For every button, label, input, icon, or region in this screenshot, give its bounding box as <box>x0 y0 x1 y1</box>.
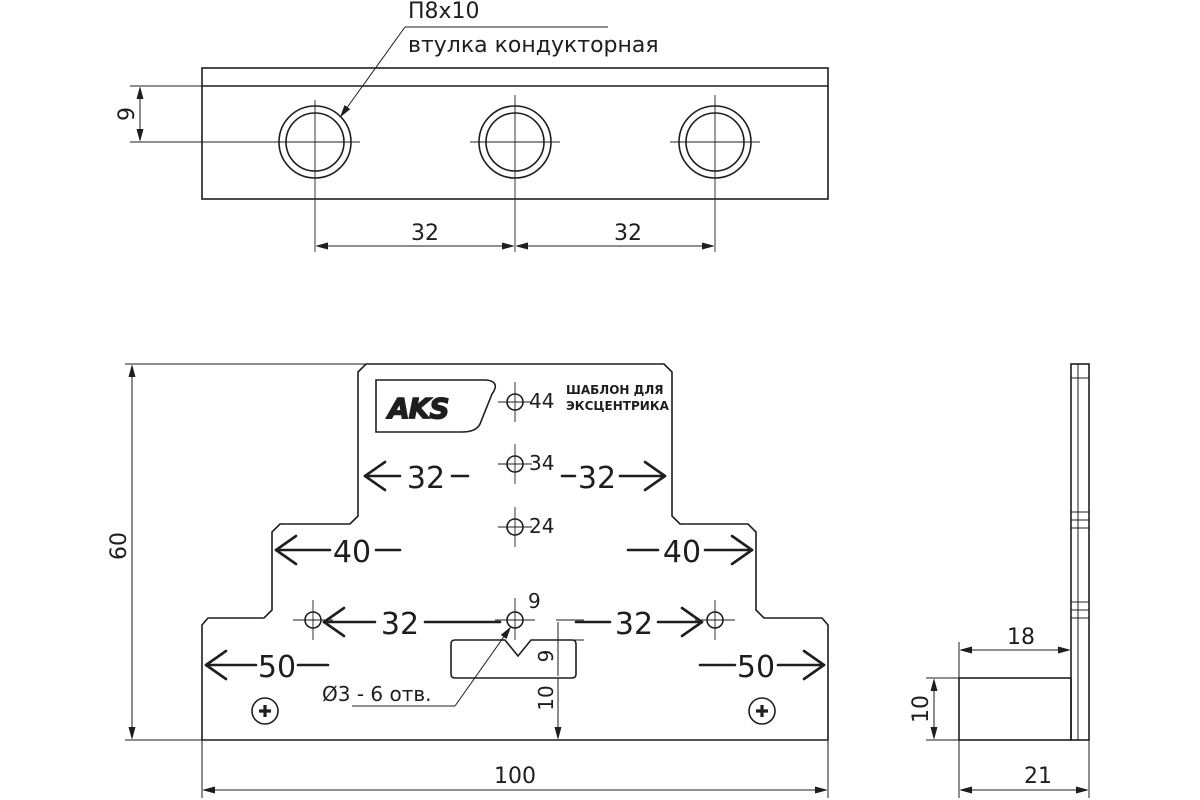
hole-label-24: 24 <box>529 514 554 538</box>
arrow-label-row4-left: 50 <box>258 650 296 685</box>
arrow-label-row2-left: 40 <box>333 535 371 570</box>
arrow-label-row1-left: 32 <box>407 461 445 496</box>
aks-logo: AKS <box>375 379 497 433</box>
hole-label-44: 44 <box>529 389 554 413</box>
arrow-label-row3-left: 32 <box>381 607 419 642</box>
eccentric-slot <box>450 639 577 679</box>
template-plate-outline <box>201 363 829 741</box>
bushing-left <box>270 100 360 252</box>
hole-label-9: 9 <box>528 589 541 613</box>
arrow-label-row1-right: 32 <box>578 461 616 496</box>
spacing-dim-right: 32 <box>614 221 642 246</box>
hole-9: 9 <box>495 589 541 640</box>
hole-side-right <box>695 600 735 640</box>
arrow-label-row4-right: 50 <box>737 650 775 685</box>
bushing-center <box>470 95 560 252</box>
side-plate <box>1070 363 1090 741</box>
hole-note: Ø3 - 6 отв. <box>322 682 432 706</box>
hole-24: 24 <box>498 507 554 547</box>
slot-dim: 9 <box>534 650 558 663</box>
arrow-row4-left: 50 <box>204 649 330 685</box>
spacing-dim-left: 32 <box>411 221 439 246</box>
top-height-dim: 9 <box>115 107 140 121</box>
hole-note-leader <box>454 628 510 707</box>
logo-text: AKS <box>386 392 449 425</box>
callout-line1: П8x10 <box>408 0 480 24</box>
arrow-label-row3-right: 32 <box>615 607 653 642</box>
arrow-row1-left: 32 <box>363 460 470 496</box>
arrow-row2-left: 40 <box>274 534 402 570</box>
hole-label-34: 34 <box>529 451 554 475</box>
title-line2: ЭКСЦЕНТРИКА <box>566 399 670 413</box>
side-dim-top: 18 <box>1007 625 1035 650</box>
side-dim-height: 10 <box>909 695 934 723</box>
side-dim-bottom: 21 <box>1024 764 1052 789</box>
callout-leader <box>341 26 406 116</box>
arrow-label-row2-right: 40 <box>663 535 701 570</box>
arrow-row1-right: 32 <box>560 460 667 496</box>
screw-icon-left <box>251 697 279 725</box>
screw-icon-right <box>748 697 776 725</box>
width-dim: 100 <box>494 764 536 789</box>
title-line1: ШАБЛОН ДЛЯ <box>566 383 664 397</box>
callout-line2: втулка кондукторная <box>408 33 659 58</box>
bottom-dim: 10 <box>534 685 558 710</box>
arrow-row4-right: 50 <box>698 649 826 685</box>
height-dim: 60 <box>107 532 132 560</box>
front-view: AKS ШАБЛОН ДЛЯ ЭКСЦЕНТРИКА 44 34 24 9 <box>107 363 829 798</box>
hole-34: 34 <box>498 444 554 484</box>
arrow-row3-right: 32 <box>574 606 704 642</box>
side-view: 18 21 10 <box>909 363 1090 798</box>
hole-44: 44 <box>498 382 554 422</box>
side-stop <box>958 677 1072 741</box>
top-view: П8x10 втулка кондукторная 9 32 32 <box>115 0 829 252</box>
arrow-row2-right: 40 <box>626 534 754 570</box>
bushing-right <box>670 95 760 252</box>
arrow-row3-left: 32 <box>322 606 502 642</box>
